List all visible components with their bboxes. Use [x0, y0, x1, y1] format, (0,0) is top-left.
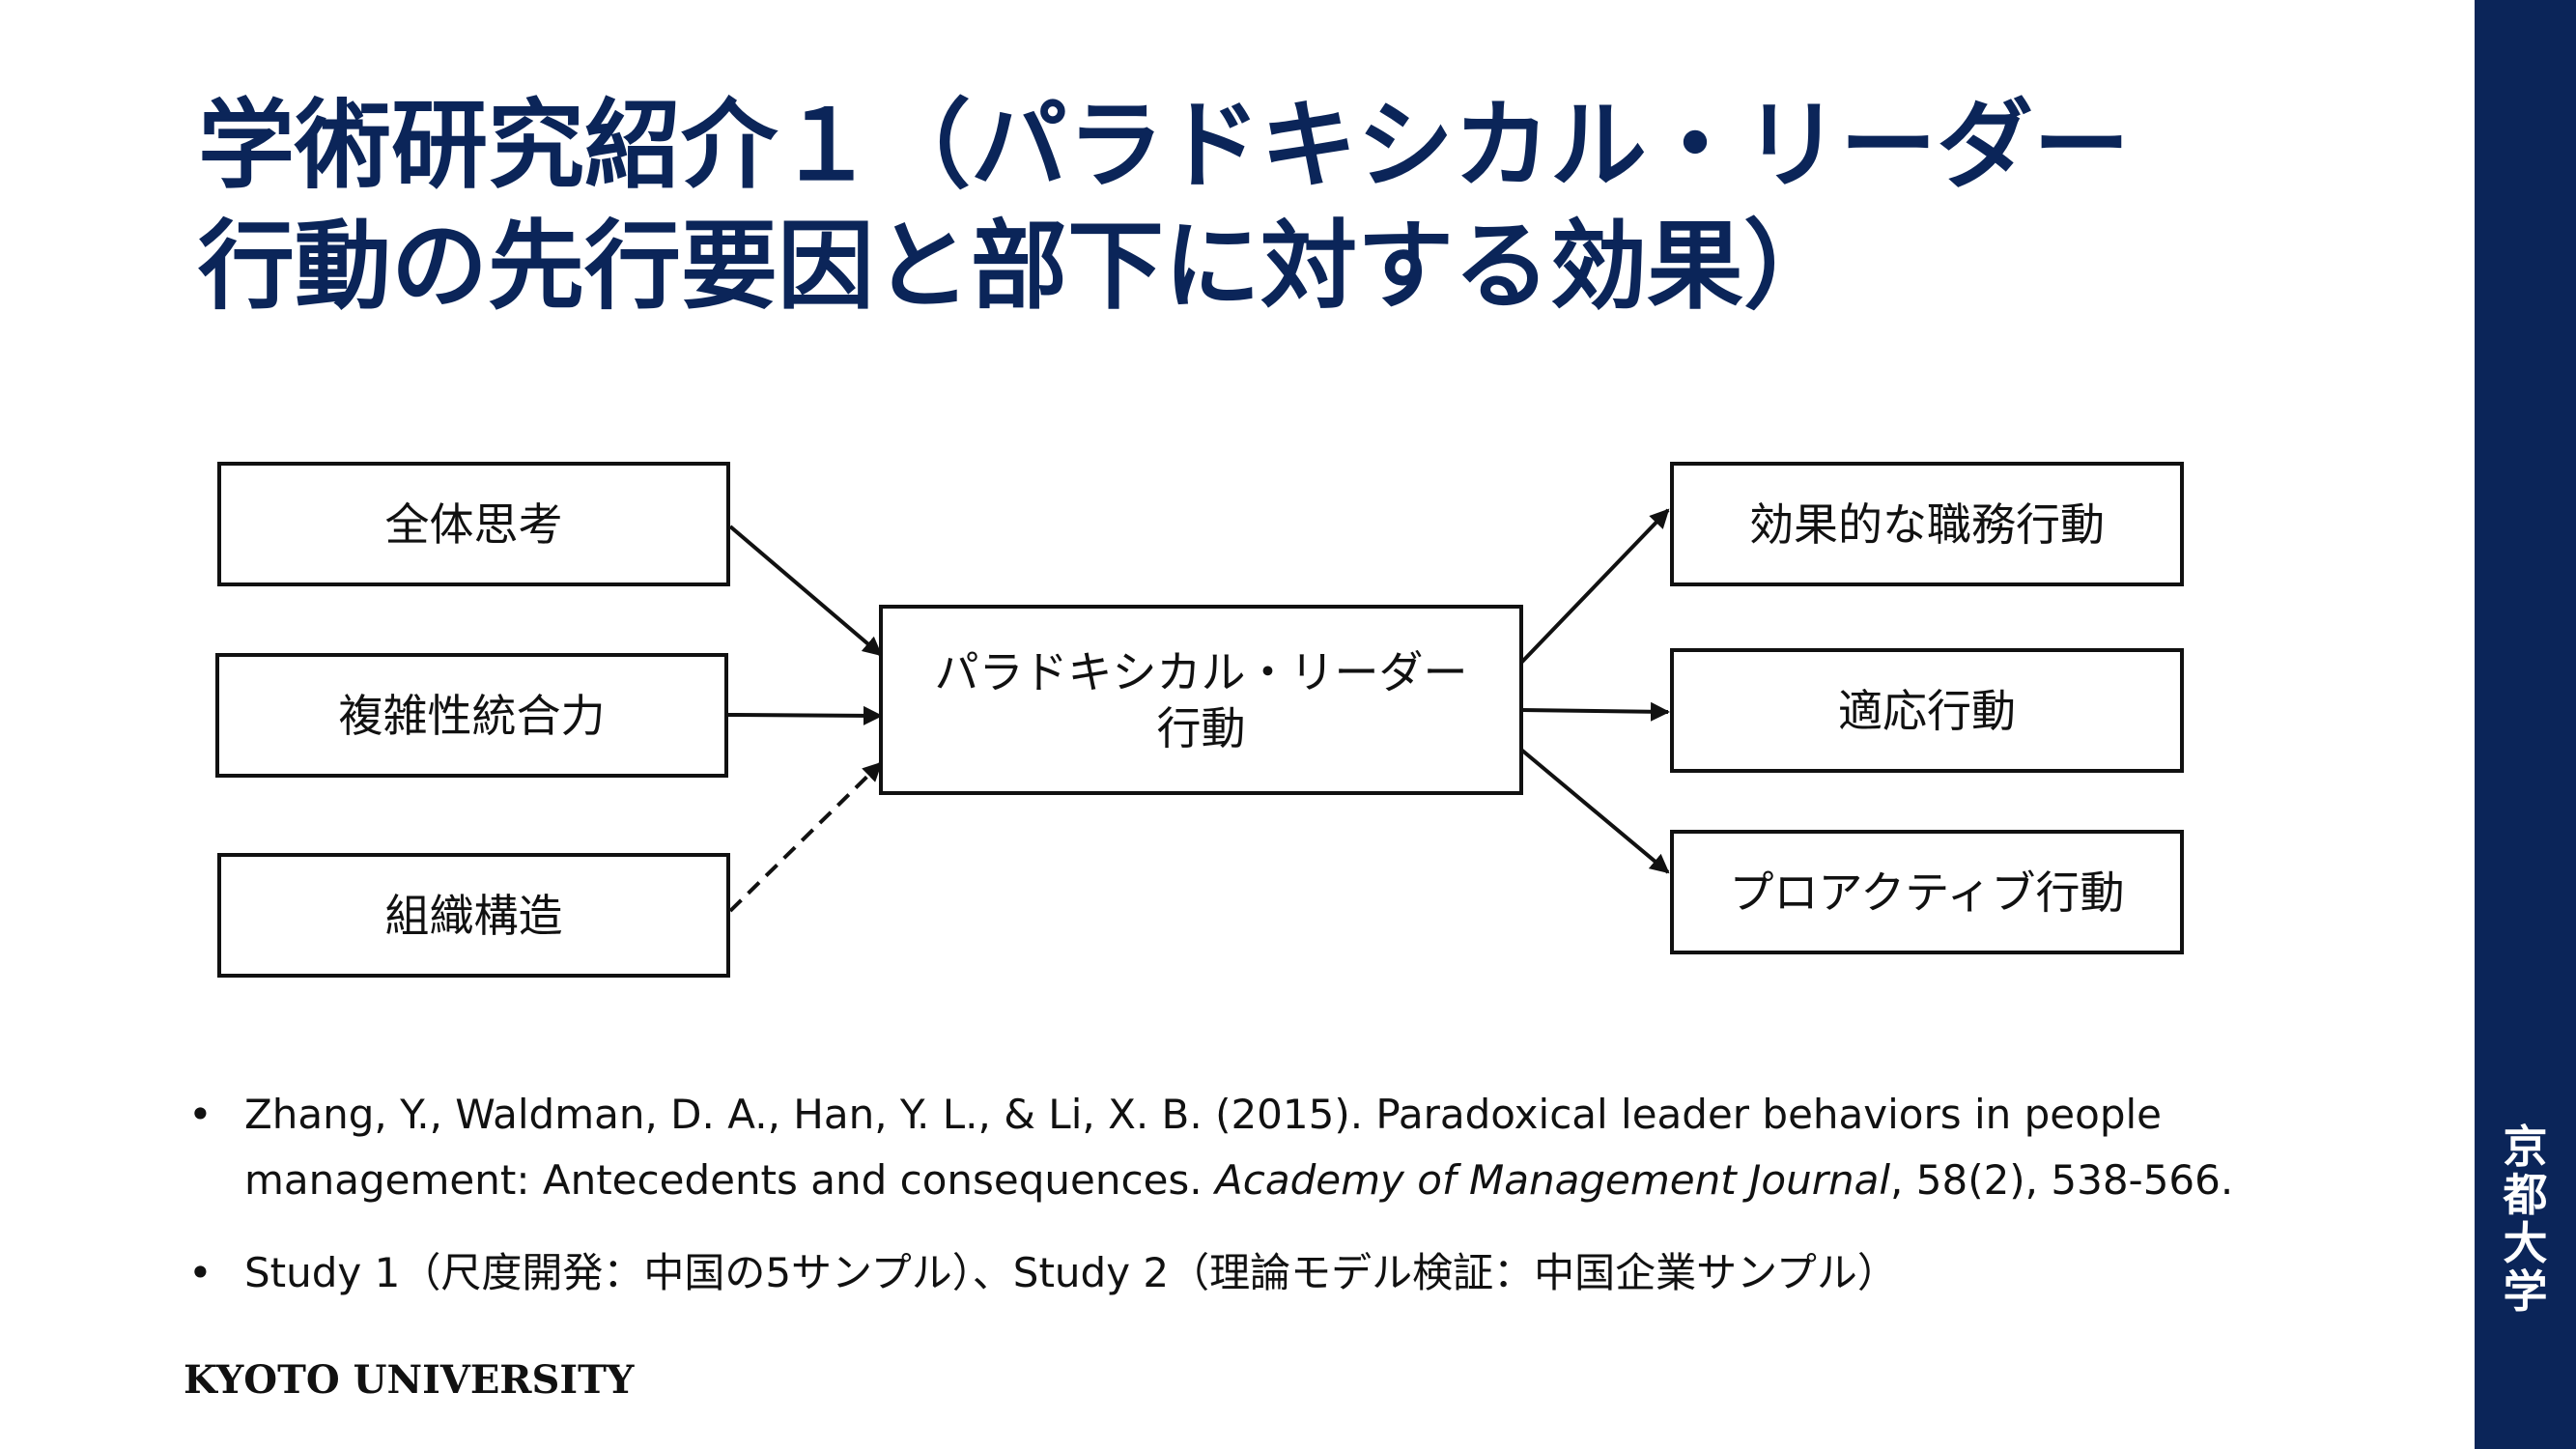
antecedent-box-structure: 組織構造 — [217, 853, 730, 978]
arrow-structure-to-center — [728, 761, 883, 913]
arrow-holistic-to-center — [728, 525, 883, 657]
reference-list: Zhang, Y., Waldman, D. A., Han, Y. L., &… — [188, 1082, 2410, 1333]
reference-item: Zhang, Y., Waldman, D. A., Han, Y. L., &… — [188, 1082, 2410, 1213]
outcome-box-adaptive: 適応行動 — [1670, 648, 2184, 773]
antecedent-box-holistic: 全体思考 — [217, 462, 730, 586]
side-band: 京 都 大 学 — [2475, 0, 2576, 1449]
arrow-center-to-adaptive — [1520, 701, 1670, 722]
slide-title-line1: 学術研究紹介１（パラドキシカル・リーダー — [198, 89, 2130, 202]
footer-logo-kyoto-university: KYOTO UNIVERSITY — [184, 1357, 635, 1403]
university-vertical-label: 京 都 大 学 — [2503, 1121, 2548, 1318]
slide-title-line2: 行動の先行要因と部下に対する効果） — [198, 210, 1840, 323]
outcome-box-effective: 効果的な職務行動 — [1670, 462, 2184, 586]
slide-title: 学術研究紹介１（パラドキシカル・リーダー 行動の先行要因と部下に対する効果） — [198, 85, 2420, 327]
center-box-paradoxical-leader: パラドキシカル・リーダー 行動 — [879, 605, 1523, 795]
outcome-box-proactive: プロアクティブ行動 — [1670, 830, 2184, 954]
arrow-center-to-proactive — [1519, 748, 1670, 874]
antecedent-box-complexity: 複雑性統合力 — [215, 653, 728, 778]
arrow-center-to-effective — [1519, 508, 1670, 665]
study-note-item: Study 1（尺度開発：中国の5サンプル）、Study 2（理論モデル検証：中… — [188, 1240, 2410, 1306]
arrow-complexity-to-center — [727, 705, 883, 725]
